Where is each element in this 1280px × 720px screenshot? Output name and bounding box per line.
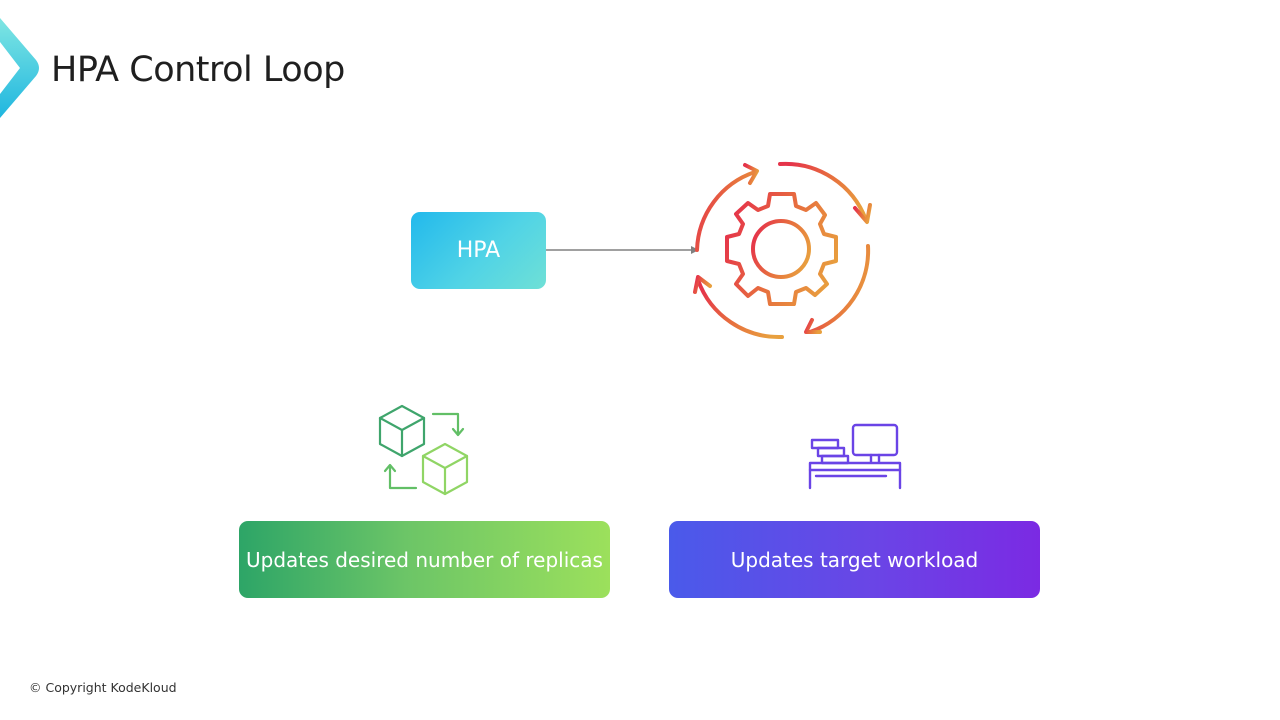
control-loop-gear-icon — [693, 161, 872, 340]
hpa-label: HPA — [456, 238, 501, 263]
page-title: HPA Control Loop — [51, 50, 345, 90]
workload-card-label: Updates target workload — [730, 547, 979, 572]
copyright-footer: © Copyright KodeKloud — [29, 680, 177, 695]
replicas-cubes-icon — [378, 404, 469, 496]
replicas-card-label: Updates desired number of replicas — [246, 547, 603, 572]
replicas-card: Updates desired number of replicas — [239, 521, 610, 598]
hpa-node: HPA — [411, 212, 546, 289]
arrow-connector — [546, 246, 699, 254]
kodekloud-logo-chevron-icon — [0, 18, 39, 118]
workload-card: Updates target workload — [669, 521, 1040, 598]
workload-desk-icon — [808, 423, 902, 490]
